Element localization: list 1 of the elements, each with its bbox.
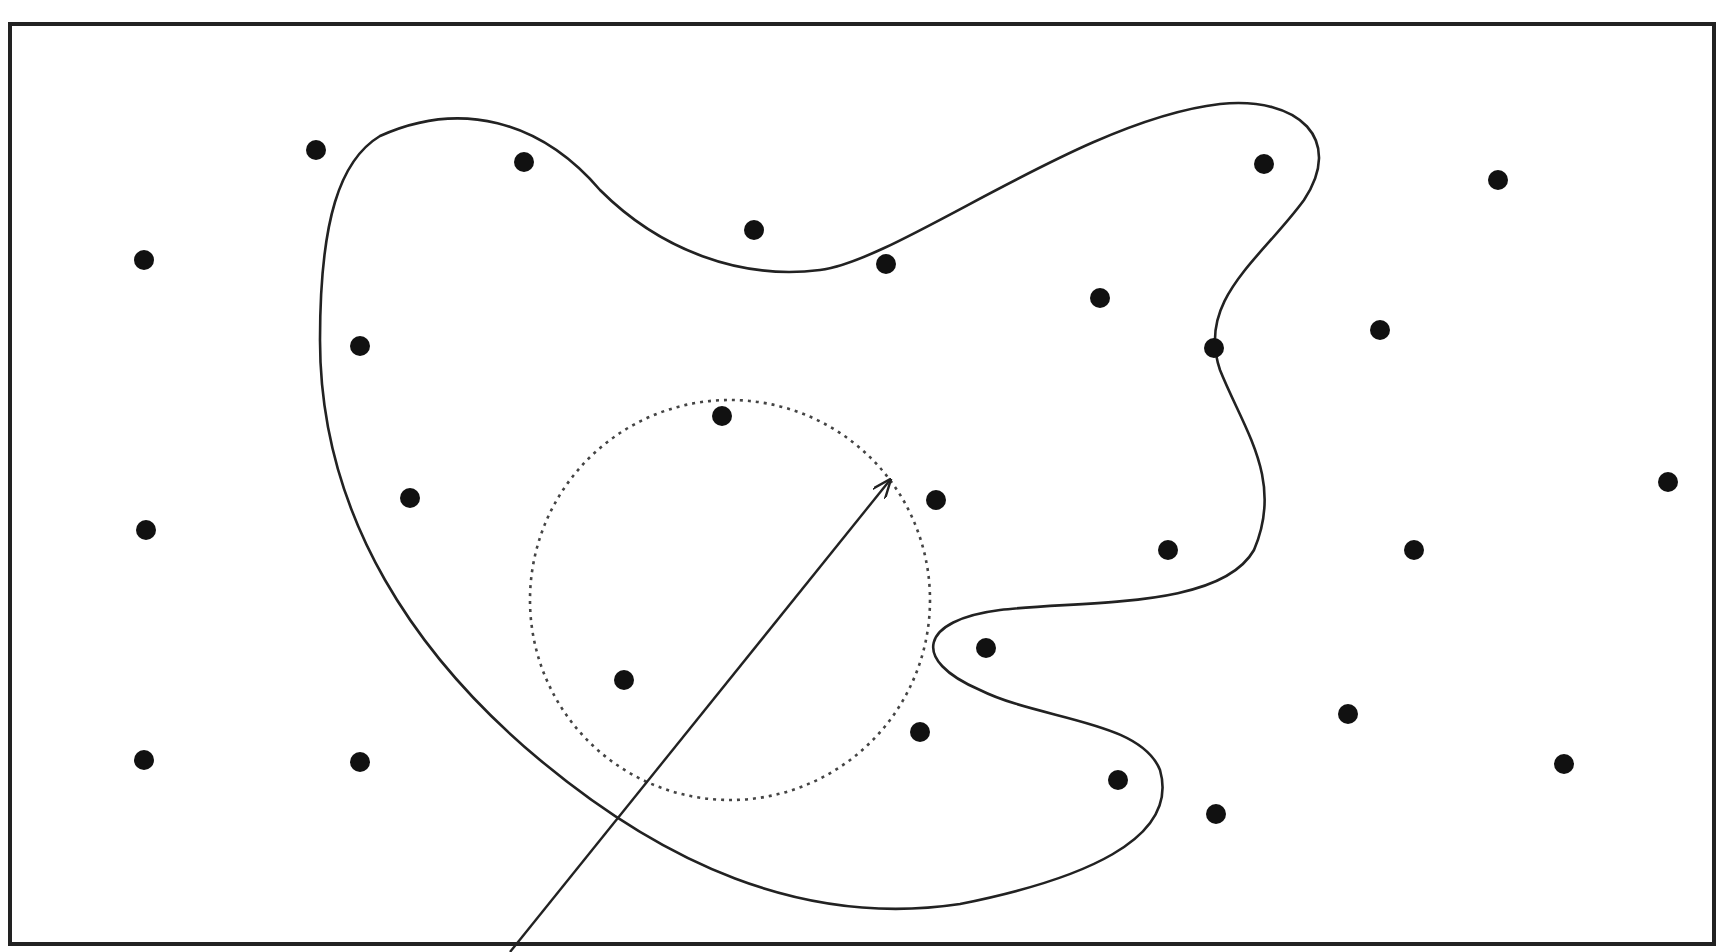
arrow [509,477,893,952]
